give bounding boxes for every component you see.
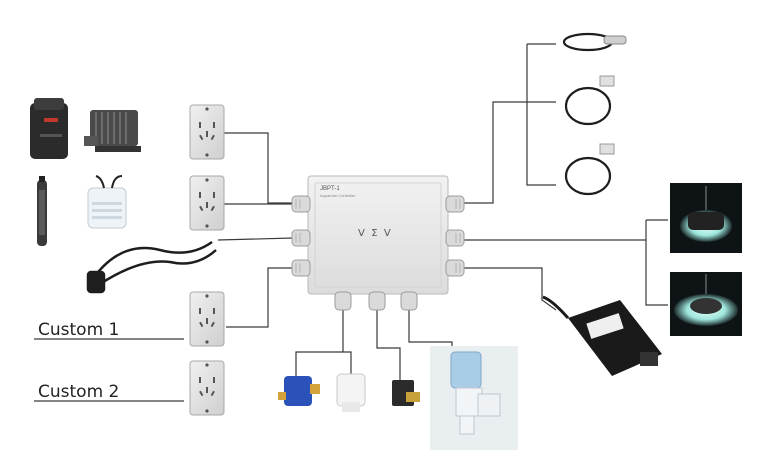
power-adapter-icon: [542, 295, 662, 376]
solenoid-valve-icon: [278, 373, 420, 412]
controller-model-label: JBPT-1: [320, 186, 340, 192]
led-light-icon: [670, 183, 742, 336]
canister-filter-icon: [30, 98, 68, 159]
controller-box: [291, 175, 465, 311]
wires: [34, 43, 668, 402]
custom-1-label: Custom 1: [38, 320, 120, 340]
controller-subtitle: Aquarium Controller: [320, 193, 356, 198]
custom-2-label: Custom 2: [38, 382, 120, 402]
temperature-probe-icon: [562, 32, 627, 196]
outlet-sockets: [199, 107, 215, 413]
controller-status-symbols: V Σ V: [358, 228, 391, 239]
water-level-sensor-icon: [430, 346, 518, 450]
chiller-icon: [87, 175, 127, 229]
heater-icon: [37, 176, 47, 246]
water-pump-icon: [84, 110, 141, 152]
outlets: [189, 104, 225, 416]
power-cord-icon: [86, 240, 217, 294]
